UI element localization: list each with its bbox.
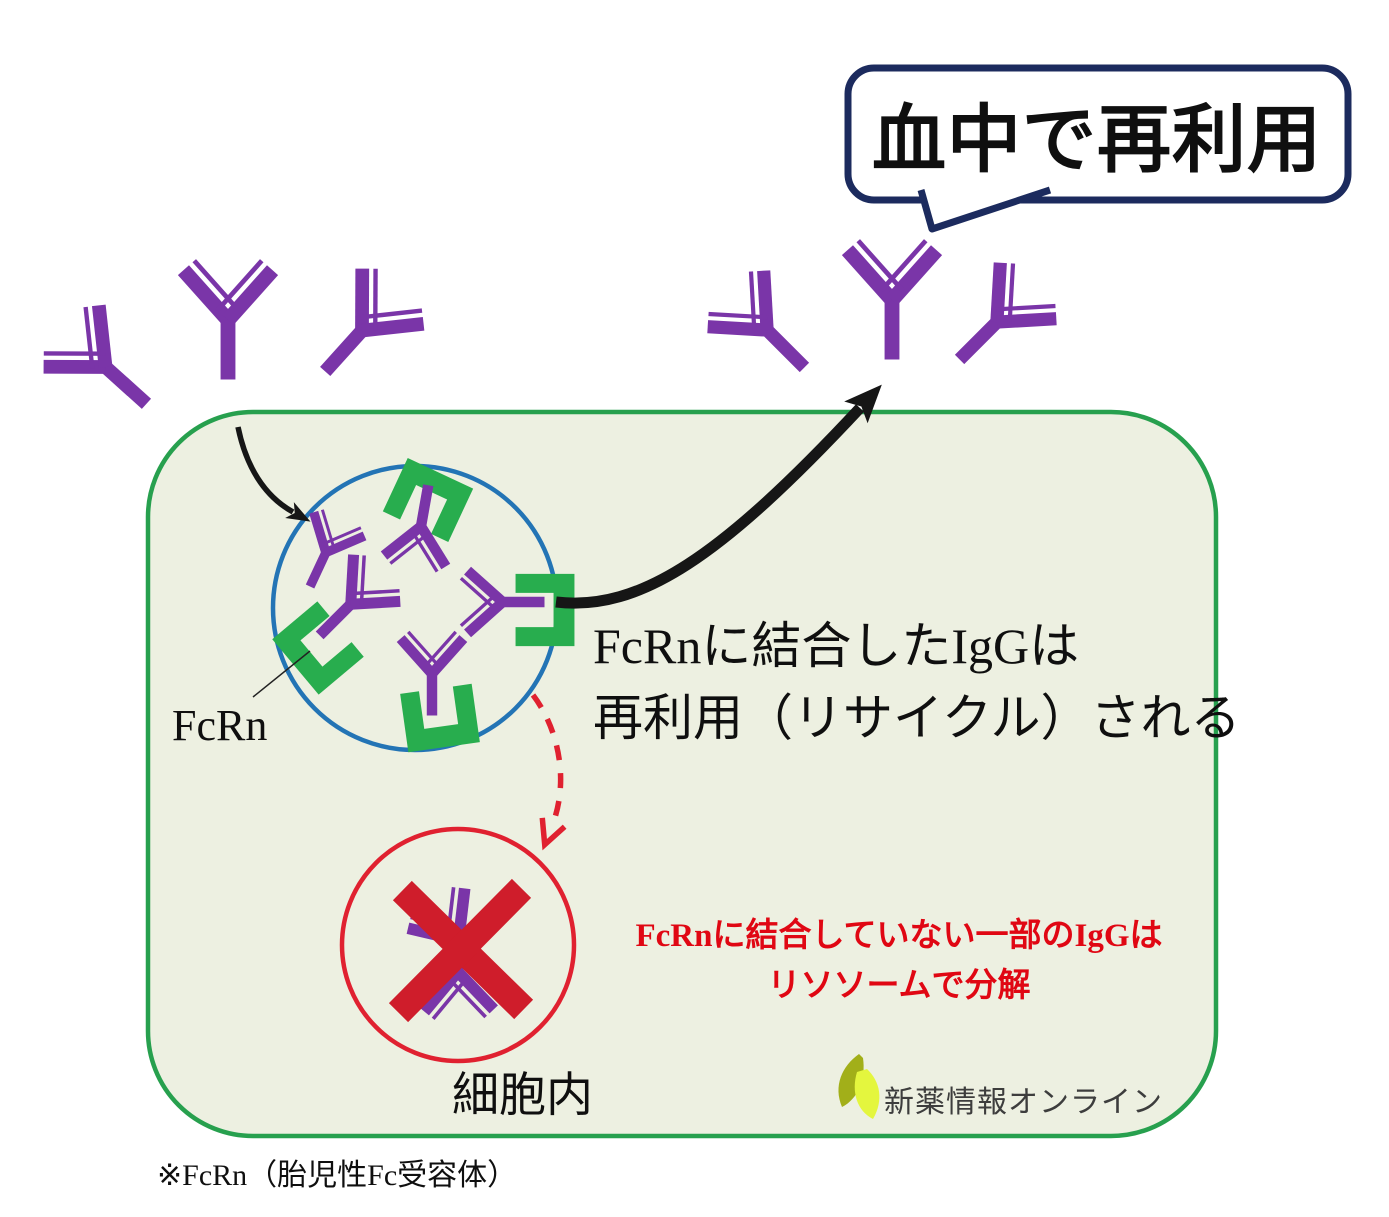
recycle-arrow-icon [555, 384, 882, 609]
fcrn-receptor-label: FcRn [172, 701, 268, 750]
igg-antibody-icon [702, 265, 833, 396]
site-logo-text: 新薬情報オンライン [884, 1086, 1163, 1119]
leaf-logo-icon [838, 1054, 880, 1119]
lysosome-circle [339, 826, 577, 1064]
speech-bubble-label: 血中で再利用 [872, 97, 1322, 181]
igg-antibody-icon [295, 262, 430, 399]
degradation-dashed-arrow-icon [530, 693, 567, 851]
igg-antibody-icon [183, 261, 272, 380]
blood-igg-group-right [702, 241, 1062, 396]
lysosome-note-line2: リソソームで分解 [767, 968, 1031, 1004]
red-x-icon [388, 878, 534, 1023]
cell-interior-label: 細胞内 [452, 1068, 593, 1121]
footnote: ※FcRn（胎児性Fc受容体） [157, 1159, 518, 1192]
cell-outline [145, 409, 1219, 1139]
uptake-arrow-icon [235, 426, 311, 522]
igg-antibody-icon [932, 257, 1063, 388]
speech-bubble-tail [917, 186, 1052, 233]
igg-antibody-icon [847, 241, 936, 360]
recycle-note-line2: 再利用（リサイクル）される [593, 690, 1241, 746]
recycle-note-line1: FcRnに結合したIgGは [593, 618, 1080, 674]
igg-antibody-icon [37, 300, 174, 435]
speech-bubble [844, 64, 1352, 233]
lysosome-note-line1: FcRnに結合していない一部のIgGは [635, 918, 1163, 954]
fcrn-label-pointer-line [252, 650, 311, 698]
blood-igg-group-left [37, 261, 429, 435]
